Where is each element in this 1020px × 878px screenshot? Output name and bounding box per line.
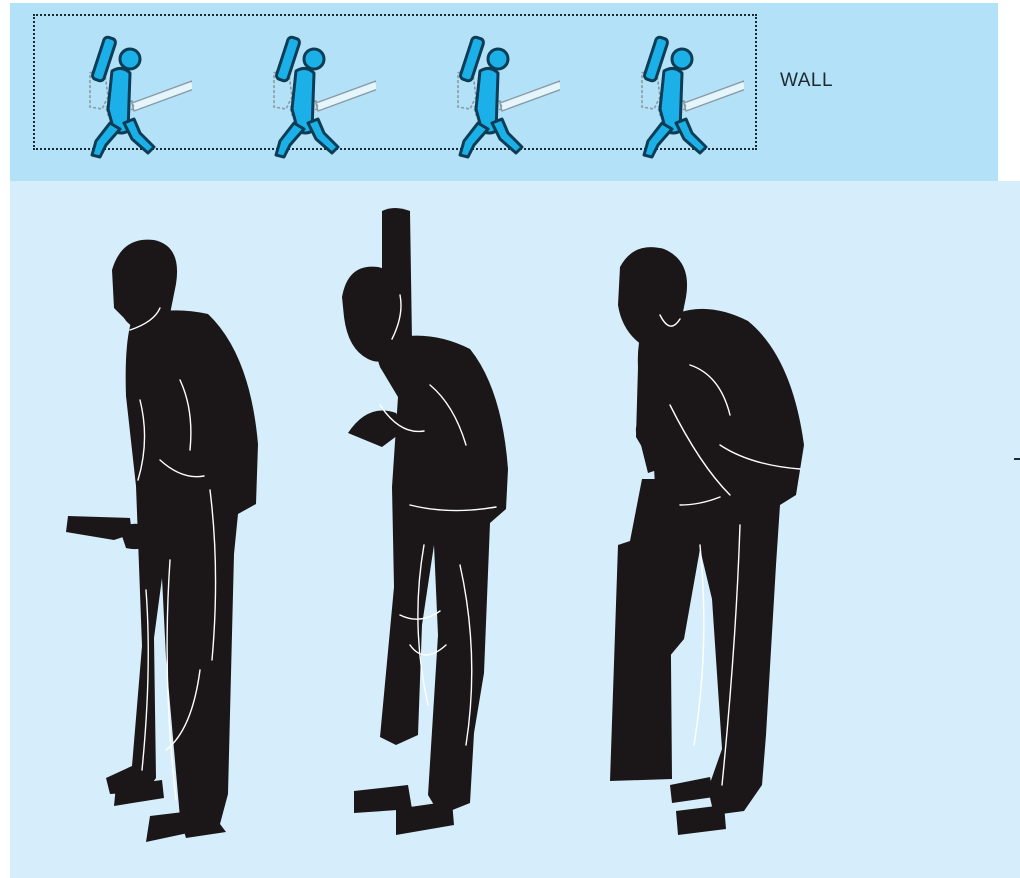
batsman-icon bbox=[632, 33, 744, 159]
batsman-silhouette bbox=[340, 205, 530, 845]
batsman-icon bbox=[80, 33, 192, 159]
edge-tick bbox=[1014, 458, 1020, 460]
batsman-silhouette bbox=[600, 245, 820, 845]
batsman-icon bbox=[264, 33, 376, 159]
batsman-icon bbox=[448, 33, 560, 159]
wall-label: WALL bbox=[780, 70, 833, 92]
batsman-silhouette bbox=[60, 230, 270, 845]
